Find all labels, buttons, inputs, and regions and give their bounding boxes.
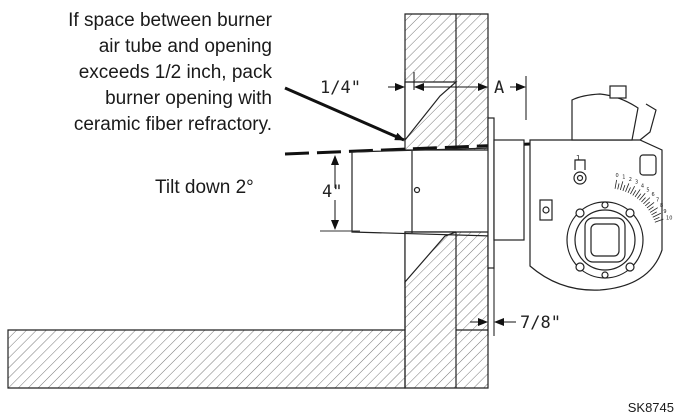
dial-tick bbox=[649, 207, 658, 213]
refractory-note: If space between burner air tube and ope… bbox=[0, 8, 272, 138]
note-leader-arrow bbox=[284, 86, 405, 142]
burner-index-label: 1 bbox=[576, 154, 580, 162]
tube-dimension-label: 4" bbox=[322, 182, 342, 202]
note-line-2: air tube and opening bbox=[98, 36, 272, 57]
dial-tick-label: 5 bbox=[646, 187, 649, 193]
dial-tick bbox=[636, 193, 642, 199]
depth-a-dimension bbox=[430, 76, 527, 120]
flange-dimension bbox=[470, 268, 516, 336]
dial-tick bbox=[644, 201, 651, 207]
note-line-5: ceramic fiber refractory. bbox=[73, 114, 272, 135]
dial-tick bbox=[622, 185, 626, 191]
gap-dimension-label: 1/4" bbox=[320, 78, 361, 98]
dial-tick bbox=[651, 211, 657, 216]
dial-tick-label: 7 bbox=[656, 197, 659, 203]
dial-tick bbox=[619, 181, 624, 191]
dial-tick-label: 0 bbox=[615, 173, 618, 179]
dial-tick bbox=[653, 216, 660, 221]
dial-tick-label: 6 bbox=[651, 192, 654, 198]
dial-tick bbox=[652, 212, 662, 218]
flange-dimension-label: 7/8" bbox=[520, 313, 561, 333]
tilt-label: Tilt down 2° bbox=[155, 177, 254, 198]
note-line-3: exceeds 1/2 inch, pack bbox=[78, 62, 272, 83]
dial-tick bbox=[614, 179, 617, 189]
burner-body bbox=[529, 85, 663, 291]
dial-tick-label: 4 bbox=[641, 183, 644, 189]
dial-tick-label: 9 bbox=[663, 209, 666, 215]
depth-a-label: A bbox=[494, 78, 504, 98]
dial-tick-label: 8 bbox=[660, 203, 663, 209]
dial-tick-label: 2 bbox=[629, 177, 632, 183]
dial-tick bbox=[617, 183, 620, 190]
mounting-flange bbox=[487, 117, 525, 269]
gap-dimension bbox=[388, 72, 432, 91]
drawing-number: SK8745 bbox=[627, 400, 674, 415]
note-line-4: burner opening with bbox=[105, 88, 272, 109]
note-line-1: If space between burner bbox=[68, 10, 272, 31]
dial-tick bbox=[643, 197, 651, 205]
dial-tick bbox=[627, 187, 631, 194]
dial-tick bbox=[648, 206, 654, 211]
dial-tick bbox=[632, 190, 637, 196]
dial-tick bbox=[639, 193, 646, 201]
dial-tick bbox=[654, 218, 664, 223]
air-tube bbox=[351, 147, 493, 237]
dial-tick bbox=[641, 197, 646, 203]
dial-tick bbox=[630, 185, 635, 195]
dial-tick bbox=[634, 189, 641, 198]
dial-tick-label: 10 bbox=[666, 215, 672, 221]
dial-tick-label: 1 bbox=[622, 175, 625, 181]
dial-tick-label: 3 bbox=[635, 180, 638, 186]
dial-tick bbox=[646, 202, 655, 209]
dial-tick bbox=[625, 183, 630, 192]
furnace-wall bbox=[7, 13, 489, 389]
